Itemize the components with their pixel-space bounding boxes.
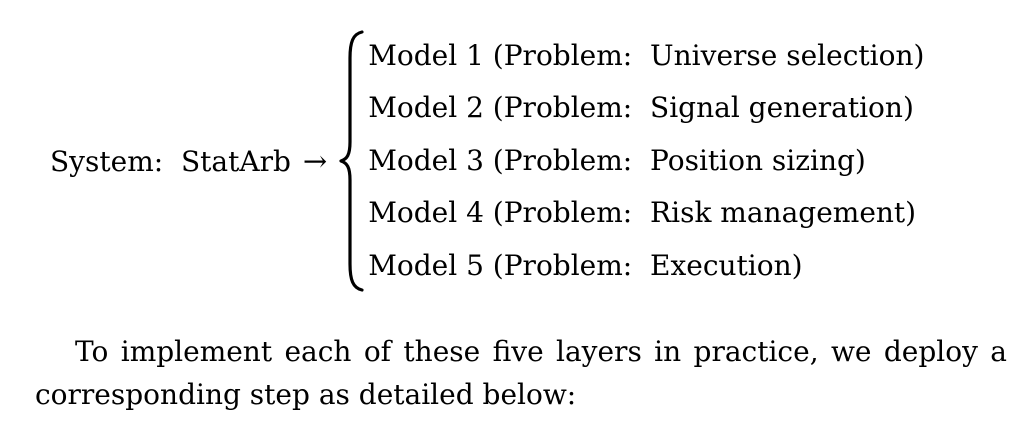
body-paragraph: To implement each of these five layers i… xyxy=(35,330,1007,416)
equation-lhs: System: StatArb → xyxy=(50,145,339,178)
paragraph-line-2: corresponding step as detailed below: xyxy=(35,378,577,411)
case-line-model-5: Model 5 (Problem: Execution) xyxy=(368,248,803,282)
right-arrow-icon: → xyxy=(302,143,328,178)
case-line-model-2: Model 2 (Problem: Signal generation) xyxy=(368,91,914,125)
case-line-model-1: Model 1 (Problem: Universe selection) xyxy=(368,39,925,72)
case-line-model-3: Model 3 (Problem: Position sizing) xyxy=(368,143,866,177)
equation-lhs-label: System: StatArb xyxy=(50,144,291,178)
case-line-model-4: Model 4 (Problem: Risk management) xyxy=(368,196,917,230)
cases-list: Model 1 (Problem: Universe selection) Mo… xyxy=(368,30,924,292)
paragraph-line-1: To implement each of these five layers i… xyxy=(75,335,1007,368)
left-curly-brace-icon xyxy=(339,30,364,292)
system-cases-equation: System: StatArb → Model 1 (Problem: Univ… xyxy=(50,30,924,292)
